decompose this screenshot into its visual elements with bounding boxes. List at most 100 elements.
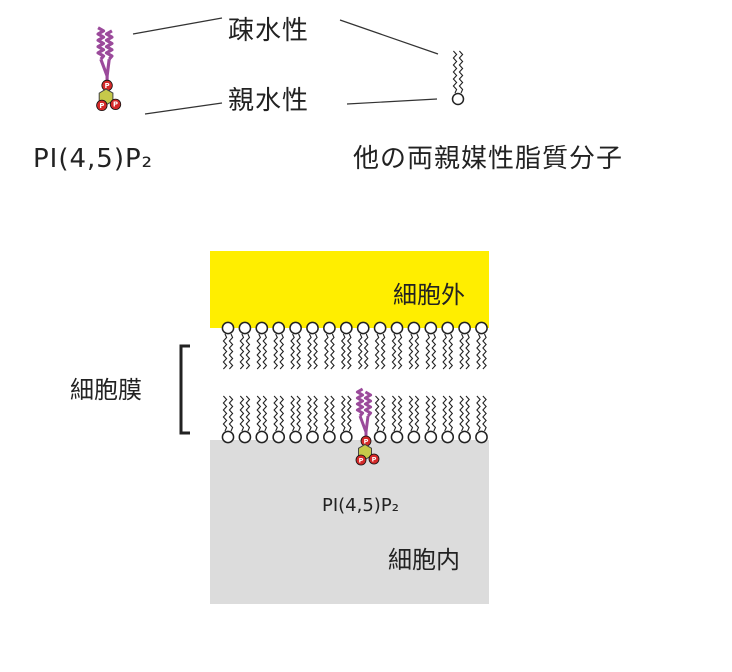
inner-leaflet-lipid [339,395,353,444]
lipid-tail [273,333,279,370]
lipid-tail [256,395,262,432]
lipid-head [221,321,235,335]
lipid-tail [290,395,295,432]
lipid-head [339,430,353,444]
amphiphilic-lipid-top [451,50,465,106]
lipid-head [289,321,302,335]
lipid-tail [307,395,312,432]
lipid-tail [239,395,245,432]
inner-leaflet-lipid [373,395,387,444]
lipid-head [424,430,438,444]
lipid-tail [408,395,414,432]
lipid-tail [273,395,279,432]
pip2-label-membrane: PI(4,5)P₂ [322,495,399,516]
extracellular-region [210,251,489,328]
phosphate-group: P [109,98,122,110]
outer-leaflet-lipid [238,321,252,370]
lipid-head [255,321,269,335]
lipid-tail [476,395,481,432]
lipid-tail [452,50,458,94]
lipid-tail [465,333,470,370]
phosphate-circle [109,98,122,110]
lipid-tail [340,333,346,370]
inner-leaflet-lipid [289,395,302,444]
phosphate-letter: P [99,102,104,110]
phosphate-letter: P [359,456,364,464]
lipid-head [475,430,488,444]
inner-leaflet-lipid [238,395,252,444]
lipid-tail [448,333,454,370]
outer-leaflet-lipid [255,321,269,370]
other-lipid-label: 他の両親媒性脂質分子 [353,144,624,174]
inner-leaflet-lipid [390,395,404,444]
lipid-tail [397,395,403,432]
phosphate-letter: P [113,101,118,109]
lipid-tail [245,395,251,432]
lipid-tail [425,395,431,432]
phosphate-group: P [368,453,380,465]
phosphate-letter: P [364,437,369,445]
intracellular-region [210,440,489,604]
lipid-head [289,430,302,444]
lipid-tail [397,333,403,370]
lipid-tail [296,333,301,370]
lipid-tail [482,333,487,370]
phosphate-circle [368,453,380,465]
inner-leaflet-lipid [475,395,488,444]
inner-leaflet-lipid [424,395,438,444]
lipid-tail [465,395,470,432]
lipid-head [424,321,438,335]
inner-leaflet-lipid [458,395,471,444]
lipid-tail [228,395,234,432]
inner-leaflet-lipid [221,395,235,444]
lipid-tail [262,395,268,432]
lipid-tail [228,333,234,370]
lipid-tail [330,395,335,432]
pip2-molecule-top: P P P [96,26,122,112]
lipid-tail [324,333,329,370]
phosphate-group: P [96,99,108,112]
lipid-head [475,321,488,335]
outer-leaflet-lipid [356,321,370,370]
lipid-tail [425,333,431,370]
lipid-tail [340,395,346,432]
lipid-tail [482,395,487,432]
lipid-head [339,321,353,335]
inner-leaflet-lipid [323,395,336,444]
cell-membrane-label: 細胞膜 [70,376,142,404]
lipid-tail [414,395,420,432]
lipid-head [356,321,370,335]
inner-leaflet-lipid [441,395,455,444]
inner-leaflet-lipid [306,395,319,444]
intracellular-label: 細胞内 [388,546,460,574]
lipid-tail [330,333,335,370]
hydrophobic-label: 疎水性 [228,16,310,46]
lipid-tail [380,333,386,370]
lipid-tail [374,395,380,432]
lipid-head [272,430,286,444]
phosphate-group: P [360,435,372,447]
pip2-linker [105,59,111,77]
lipid-head [221,430,235,444]
lipid-head [373,321,387,335]
lipid-head [272,321,286,335]
lipid-head [441,430,455,444]
outer-leaflet-lipid [424,321,438,370]
inner-leaflet-lipid [407,395,421,444]
lipid-tail [442,333,448,370]
lipid-tail [324,395,329,432]
phosphate-group: P [355,454,367,466]
lipid-head [323,321,336,335]
phosphate-circle [96,99,108,112]
outer-leaflet-lipid [221,321,235,370]
pip2-tail [363,390,373,417]
inner-leaflet-lipid [272,395,286,444]
lipid-tail [414,333,420,370]
lipid-tail [363,333,369,370]
outer-leaflet-lipid [390,321,404,370]
phosphate-letter: P [105,82,110,90]
lipid-tail [245,333,251,370]
lipid-head [407,321,421,335]
